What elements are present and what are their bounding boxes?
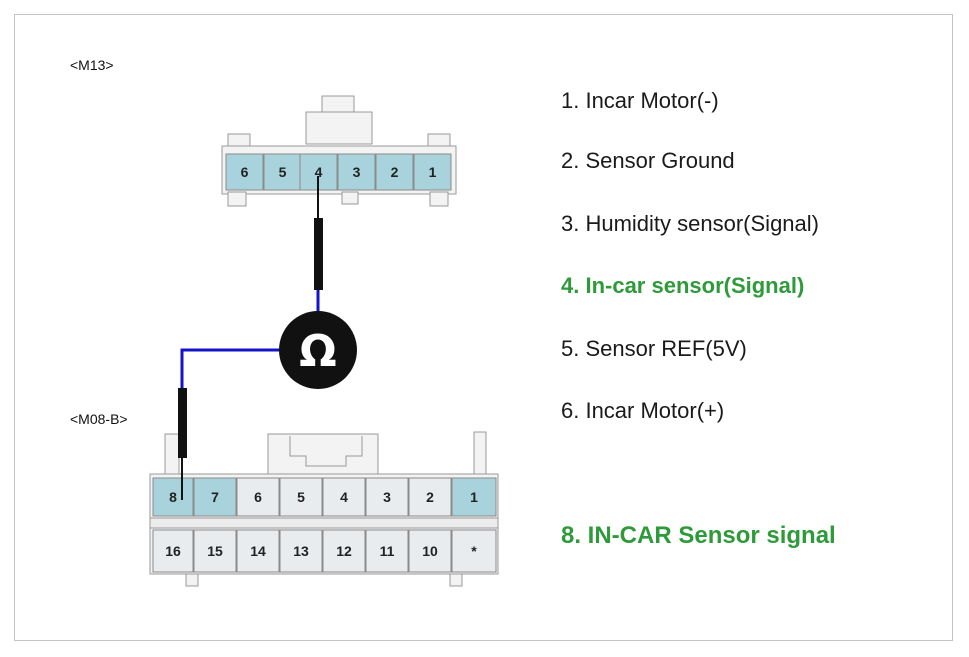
- m08b-pin-12-label: 12: [336, 543, 352, 559]
- m13-connector: 6 5 4 3 2 1: [221, 95, 457, 207]
- m08b-pin-14: 14: [236, 529, 280, 573]
- ohm-symbol: Ω: [299, 326, 336, 377]
- legend-item-1: 1. Incar Motor(-): [561, 88, 719, 113]
- m08b-pin-2: 2: [408, 477, 452, 517]
- m08b-pin-star: *: [451, 529, 497, 573]
- m13-pin-2: 2: [375, 153, 414, 191]
- m08b-pin-16-label: 16: [165, 543, 181, 559]
- m08b-pin-16: 16: [152, 529, 194, 573]
- m08b-pin-11: 11: [365, 529, 409, 573]
- m13-pin-6: 6: [225, 153, 264, 191]
- m08b-pin-star-label: *: [471, 543, 477, 559]
- m13-pin-1: 1: [413, 153, 452, 191]
- m08b-pin-5-label: 5: [297, 489, 305, 505]
- m08b-pin-5: 5: [279, 477, 323, 517]
- m08b-pin-15-label: 15: [207, 543, 223, 559]
- m08b-pin-6: 6: [236, 477, 280, 517]
- m08b-pin-14-label: 14: [250, 543, 266, 559]
- m08b-pin-6-label: 6: [254, 489, 262, 505]
- m13-pin-3: 3: [337, 153, 376, 191]
- m08b-pin-13: 13: [279, 529, 323, 573]
- m08b-pin-3-label: 3: [383, 489, 391, 505]
- meter-wire-left: [180, 348, 280, 390]
- m08b-label: <M08-B>: [70, 411, 128, 427]
- m08b-pin-2-label: 2: [426, 489, 434, 505]
- m13-label: <M13>: [70, 57, 114, 73]
- diagram-frame: [14, 14, 953, 641]
- m08b-pin-3: 3: [365, 477, 409, 517]
- m13-pin-5: 5: [263, 153, 302, 191]
- m13-pin-4-label: 4: [315, 164, 323, 180]
- m08b-pin-12: 12: [322, 529, 366, 573]
- m13-pin-5-label: 5: [279, 164, 287, 180]
- m08b-pin-4: 4: [322, 477, 366, 517]
- m08b-pin-4-label: 4: [340, 489, 348, 505]
- m08b-pin-15: 15: [193, 529, 237, 573]
- m08b-pin-7: 7: [193, 477, 237, 517]
- legend-item-4: 4. In-car sensor(Signal): [561, 273, 805, 298]
- legend-item-5: 5. Sensor REF(5V): [561, 336, 747, 361]
- ohmmeter: Ω: [279, 311, 357, 389]
- m08b-probe: [178, 388, 187, 458]
- m08b-pin-8-label: 8: [169, 489, 177, 505]
- m08b-pin-13-label: 13: [293, 543, 309, 559]
- m13-pin-1-label: 1: [429, 164, 437, 180]
- m08b-pin-10: 10: [408, 529, 452, 573]
- m08b-pin-1: 1: [451, 477, 497, 517]
- m08b-pin-7-label: 7: [211, 489, 219, 505]
- m13-pin-6-label: 6: [241, 164, 249, 180]
- m08b-pin-1-label: 1: [470, 489, 478, 505]
- m13-probe: [314, 218, 323, 290]
- m13-pin-3-label: 3: [353, 164, 361, 180]
- m08b-connector: 8 7 6 5 4 3 2 1 16 15 14 13 12 11 10 *: [149, 431, 499, 587]
- legend-item-2: 2. Sensor Ground: [561, 148, 735, 173]
- m13-pin-2-label: 2: [391, 164, 399, 180]
- legend-item-6: 6. Incar Motor(+): [561, 398, 725, 423]
- m08b-pin-11-label: 11: [380, 543, 395, 559]
- m08b-pin-10-label: 10: [422, 543, 438, 559]
- legend-item-8: 8. IN-CAR Sensor signal: [561, 522, 836, 549]
- legend-item-3: 3. Humidity sensor(Signal): [561, 211, 819, 236]
- m08b-pin-8: 8: [152, 477, 194, 517]
